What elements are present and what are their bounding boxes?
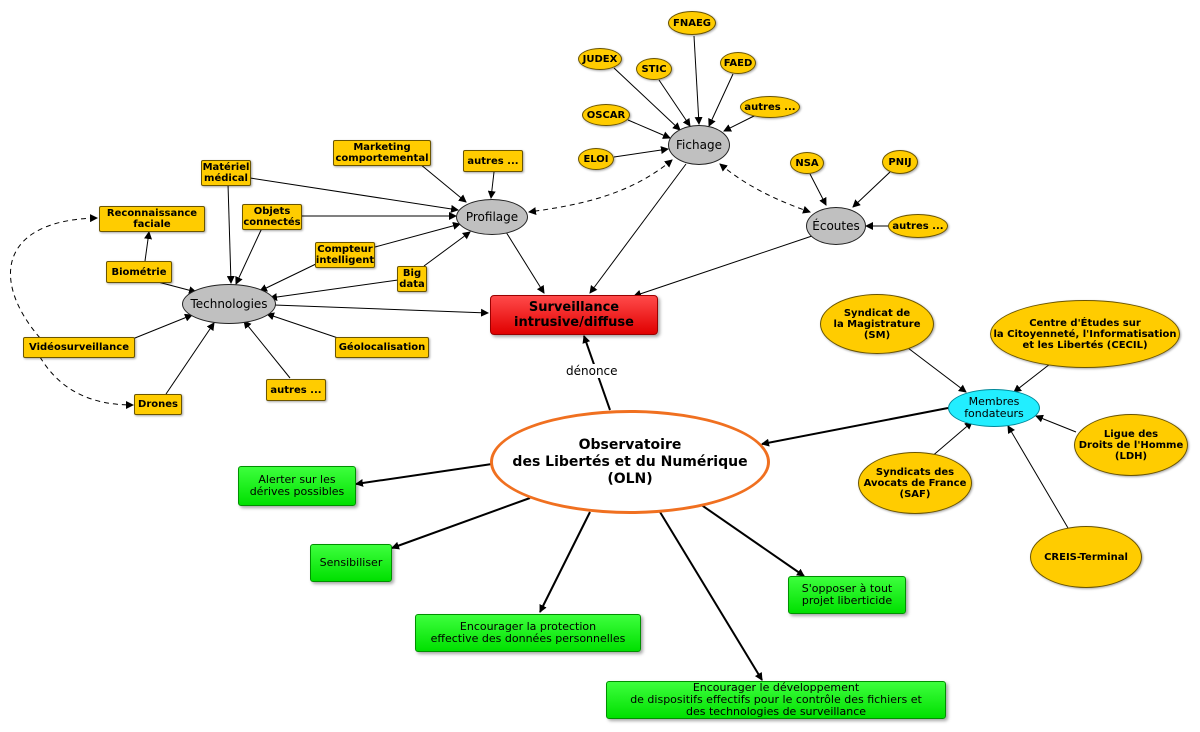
node-syndicat-magistrature[interactable]: Syndicat de la Magistrature (SM) (820, 294, 934, 354)
edge-saf-membres (929, 421, 973, 459)
hub-membres-fondateurs[interactable]: Membres fondateurs (948, 389, 1040, 427)
hub-profilage[interactable]: Profilage (456, 199, 528, 235)
node-oln-center[interactable]: Observatoire des Libertés et du Numériqu… (490, 410, 770, 514)
edge-fnaeg-fichage (693, 35, 703, 125)
node-biometrie[interactable]: Biométrie (106, 261, 172, 283)
edge-video-drones-dashed (39, 356, 134, 409)
node-nsa[interactable]: NSA (790, 152, 824, 174)
node-pnij[interactable]: PNIJ (882, 150, 918, 174)
action-opposer[interactable]: S'opposer à tout projet liberticide (788, 576, 906, 614)
edge-ecoutes-surveillance (633, 235, 813, 298)
node-reconnaissance-faciale[interactable]: Reconnaissance faciale (99, 206, 205, 232)
node-saf[interactable]: Syndicats des Avocats de France (SAF) (858, 452, 972, 514)
node-marketing-comportemental[interactable]: Marketing comportemental (333, 140, 431, 166)
node-ecoutes-autres[interactable]: autres ... (888, 214, 948, 238)
node-faed[interactable]: FAED (720, 52, 756, 74)
hub-fichage[interactable]: Fichage (668, 125, 730, 165)
node-drones[interactable]: Drones (134, 394, 182, 415)
edge-center-protection (539, 511, 591, 613)
edge-video-technologies (129, 313, 193, 341)
node-creis-terminal[interactable]: CREIS-Terminal (1030, 526, 1142, 588)
edge-technologies-surveillance (273, 304, 489, 317)
edge-materiel-profilage (249, 177, 459, 213)
node-fnaeg[interactable]: FNAEG (668, 11, 716, 35)
node-technologies-autres[interactable]: autres ... (266, 379, 326, 401)
edge-eloi-fichage (613, 146, 669, 158)
node-profilage-autres[interactable]: autres ... (463, 150, 523, 172)
edge-cecil-membres (1013, 363, 1051, 393)
action-protection[interactable]: Encourager la protection effective des d… (415, 614, 641, 652)
edge-autres-profilage (487, 171, 496, 199)
action-sensibiliser[interactable]: Sensibiliser (310, 544, 392, 582)
edge-ldh-membres (1035, 414, 1077, 433)
edge-objets-technologies (235, 227, 263, 285)
action-alerter[interactable]: Alerter sur les dérives possibles (238, 466, 356, 506)
edge-judex-fichage (613, 67, 681, 131)
edge-center-alerter (355, 463, 493, 487)
node-stic[interactable]: STIC (636, 58, 672, 80)
node-judex[interactable]: JUDEX (578, 48, 622, 70)
edge-materiel-technologies (226, 183, 235, 284)
edge-center-developpement (659, 511, 763, 681)
edge-biometrie-technologies (157, 281, 197, 295)
edge-pnij-ecoutes (852, 171, 891, 208)
edge-nsa-ecoutes (809, 173, 827, 206)
node-fichage-autres[interactable]: autres ... (740, 96, 800, 118)
action-developpement[interactable]: Encourager le développement de dispositi… (606, 681, 946, 719)
edge-center-opposer (699, 503, 805, 577)
edge-compteur-profilage (374, 221, 461, 248)
node-materiel-medical[interactable]: Matériel médical (201, 160, 251, 186)
edge-geoloc-technologies (266, 312, 339, 339)
edge-oscar-fichage (627, 119, 671, 139)
edge-creis-membres (1007, 425, 1069, 529)
edge-fichage-profilage-dashed (528, 159, 673, 216)
node-surveillance-intrusive[interactable]: Surveillance intrusive/diffuse (490, 295, 658, 335)
edge-stic-fichage (658, 79, 691, 127)
edge-faed-fichage (708, 73, 734, 127)
edge-bigdata-technologies (269, 279, 399, 301)
edge-label-denonce: dénonce (564, 364, 620, 378)
edge-autres-technologies (243, 320, 291, 379)
node-ldh[interactable]: Ligue des Droits de l'Homme (LDH) (1074, 414, 1188, 476)
edge-biometrie-reconnaissance (144, 231, 153, 262)
node-videosurveillance[interactable]: Vidéosurveillance (23, 337, 135, 358)
edge-sm-membres (907, 347, 967, 393)
edge-center-sensibiliser (391, 497, 531, 550)
node-cecil[interactable]: Centre d'Études sur la Citoyenneté, l'In… (990, 300, 1180, 368)
node-compteur-intelligent[interactable]: Compteur intelligent (315, 242, 375, 268)
node-oscar[interactable]: OSCAR (582, 104, 630, 126)
edge-drones-technologies (165, 322, 215, 395)
node-geolocalisation[interactable]: Géolocalisation (335, 337, 429, 358)
hub-technologies[interactable]: Technologies (182, 284, 276, 324)
node-objets-connectes[interactable]: Objets connectés (242, 204, 302, 230)
edge-bigdata-profilage (423, 231, 471, 267)
edge-video-reconnaissance-dashed (9, 214, 98, 339)
node-eloi[interactable]: ELOI (578, 148, 614, 170)
node-big-data[interactable]: Big data (397, 266, 427, 292)
edge-fichage-ecoutes-dashed (719, 163, 811, 214)
edge-membres-center (761, 407, 949, 447)
edge-autres-fichage (723, 114, 757, 132)
edge-marketing-profilage (419, 163, 467, 203)
edge-fichage-surveillance (589, 163, 687, 294)
edge-compteur-technologies (259, 262, 319, 292)
hub-ecoutes[interactable]: Écoutes (806, 207, 866, 245)
edge-profilage-surveillance (505, 231, 545, 294)
